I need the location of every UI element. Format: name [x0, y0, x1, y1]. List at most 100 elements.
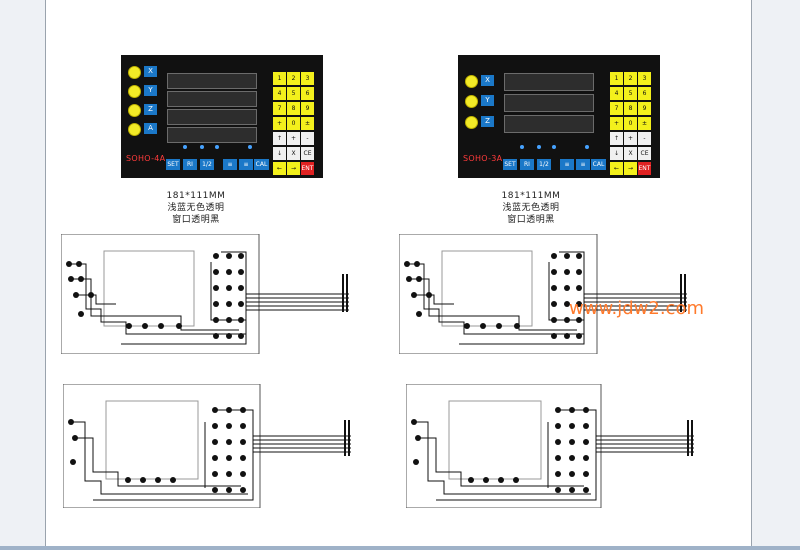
key-plus[interactable]: + — [610, 117, 623, 130]
axis-z-button[interactable]: Z — [144, 104, 157, 115]
key-add[interactable]: + — [287, 132, 300, 145]
axis-z-dot — [128, 104, 141, 117]
axis-y-dot — [128, 85, 141, 98]
key-plusminus[interactable]: ± — [301, 117, 314, 130]
display-screen-3 — [504, 115, 594, 133]
indicator-leds — [183, 145, 283, 151]
dro-panel-3-axis: X Y Z SOHO-3A 1 2 3 4 5 6 7 8 9 + 0 ± ↑ … — [458, 55, 660, 178]
half-key[interactable]: 1/2 — [537, 159, 551, 170]
key-3[interactable]: 3 — [638, 72, 651, 85]
key-3[interactable]: 3 — [301, 72, 314, 85]
key-8[interactable]: 8 — [287, 102, 300, 115]
axis-y-button[interactable]: Y — [144, 85, 157, 96]
axis-a-dot — [128, 123, 141, 136]
set-key[interactable]: SET — [503, 159, 517, 170]
key-8[interactable]: 8 — [624, 102, 637, 115]
circuit-diagram-bottom-left — [63, 384, 351, 508]
key-down[interactable]: ↓ — [610, 147, 623, 160]
display-screen-1 — [167, 73, 257, 89]
key-add[interactable]: + — [624, 132, 637, 145]
key-0[interactable]: 0 — [287, 117, 300, 130]
key-x[interactable]: X — [624, 147, 637, 160]
key-6[interactable]: 6 — [638, 87, 651, 100]
func-key-1[interactable]: ≡ — [560, 159, 574, 170]
right-caption-line3: 窗口透明黑 — [507, 215, 555, 225]
display-screen-3 — [167, 109, 257, 125]
axis-x-button[interactable]: X — [481, 75, 494, 86]
ri-key[interactable]: RI — [520, 159, 534, 170]
display-screen-4 — [167, 127, 257, 143]
func-key-2[interactable]: ≡ — [239, 159, 253, 170]
left-caption-line2: 浅蓝无色透明 — [167, 203, 225, 213]
key-7[interactable]: 7 — [610, 102, 623, 115]
func-key-1[interactable]: ≡ — [223, 159, 237, 170]
key-enter[interactable]: ENT — [638, 162, 651, 175]
axis-a-button[interactable]: A — [144, 123, 157, 134]
key-9[interactable]: 9 — [301, 102, 314, 115]
key-0[interactable]: 0 — [624, 117, 637, 130]
circuit-diagram-top-right — [399, 234, 687, 354]
key-right[interactable]: → — [287, 162, 300, 175]
function-keys: SET RI 1/2 ≡ ≡ CAL — [166, 159, 269, 173]
left-caption: 181*111MM 浅蓝无色透明 窗口透明黑 — [136, 190, 256, 226]
left-caption-size: 181*111MM — [166, 191, 226, 201]
display-screen-1 — [504, 73, 594, 91]
right-caption-size: 181*111MM — [501, 191, 561, 201]
keypad: 1 2 3 4 5 6 7 8 9 + 0 ± ↑ + - ↓ X CE ← →… — [608, 69, 653, 175]
key-5[interactable]: 5 — [287, 87, 300, 100]
model-label: SOHO-3A — [463, 154, 503, 163]
key-minus[interactable]: - — [638, 132, 651, 145]
key-6[interactable]: 6 — [301, 87, 314, 100]
key-x[interactable]: X — [287, 147, 300, 160]
axis-x-button[interactable]: X — [144, 66, 157, 77]
key-4[interactable]: 4 — [273, 87, 286, 100]
key-enter[interactable]: ENT — [301, 162, 314, 175]
left-caption-line3: 窗口透明黑 — [172, 215, 220, 225]
ri-key[interactable]: RI — [183, 159, 197, 170]
right-caption-line2: 浅蓝无色透明 — [502, 203, 560, 213]
document-sheet: X Y Z A SOHO-4A 1 2 3 4 5 6 7 8 9 + 0 ± … — [45, 0, 752, 546]
right-caption: 181*111MM 浅蓝无色透明 窗口透明黑 — [471, 190, 591, 226]
axis-x-dot — [128, 66, 141, 79]
func-key-2[interactable]: ≡ — [576, 159, 590, 170]
key-up[interactable]: ↑ — [610, 132, 623, 145]
model-label: SOHO-4A — [126, 154, 166, 163]
function-keys: SET RI 1/2 ≡ ≡ CAL — [503, 159, 606, 173]
display-screen-2 — [167, 91, 257, 107]
display-screen-2 — [504, 94, 594, 112]
window-bottom-edge — [0, 546, 800, 550]
dro-panel-4-axis: X Y Z A SOHO-4A 1 2 3 4 5 6 7 8 9 + 0 ± … — [121, 55, 323, 178]
key-right[interactable]: → — [624, 162, 637, 175]
axis-y-dot — [465, 95, 478, 108]
key-plus[interactable]: + — [273, 117, 286, 130]
key-7[interactable]: 7 — [273, 102, 286, 115]
key-plusminus[interactable]: ± — [638, 117, 651, 130]
keypad: 1 2 3 4 5 6 7 8 9 + 0 ± ↑ + - ↓ X CE ← →… — [271, 69, 316, 175]
axis-z-button[interactable]: Z — [481, 116, 494, 127]
key-2[interactable]: 2 — [287, 72, 300, 85]
site-watermark: www.jdw2.com — [569, 298, 704, 319]
indicator-leds — [520, 145, 620, 151]
key-5[interactable]: 5 — [624, 87, 637, 100]
key-9[interactable]: 9 — [638, 102, 651, 115]
cal-key[interactable]: CAL — [591, 159, 606, 170]
key-up[interactable]: ↑ — [273, 132, 286, 145]
key-1[interactable]: 1 — [610, 72, 623, 85]
key-left[interactable]: ← — [610, 162, 623, 175]
axis-y-button[interactable]: Y — [481, 95, 494, 106]
set-key[interactable]: SET — [166, 159, 180, 170]
key-ce[interactable]: CE — [638, 147, 651, 160]
key-minus[interactable]: - — [301, 132, 314, 145]
key-left[interactable]: ← — [273, 162, 286, 175]
axis-x-dot — [465, 75, 478, 88]
cal-key[interactable]: CAL — [254, 159, 269, 170]
axis-z-dot — [465, 116, 478, 129]
key-4[interactable]: 4 — [610, 87, 623, 100]
circuit-diagram-top-left — [61, 234, 349, 354]
key-ce[interactable]: CE — [301, 147, 314, 160]
half-key[interactable]: 1/2 — [200, 159, 214, 170]
key-2[interactable]: 2 — [624, 72, 637, 85]
circuit-diagram-bottom-right — [406, 384, 694, 508]
key-1[interactable]: 1 — [273, 72, 286, 85]
key-down[interactable]: ↓ — [273, 147, 286, 160]
